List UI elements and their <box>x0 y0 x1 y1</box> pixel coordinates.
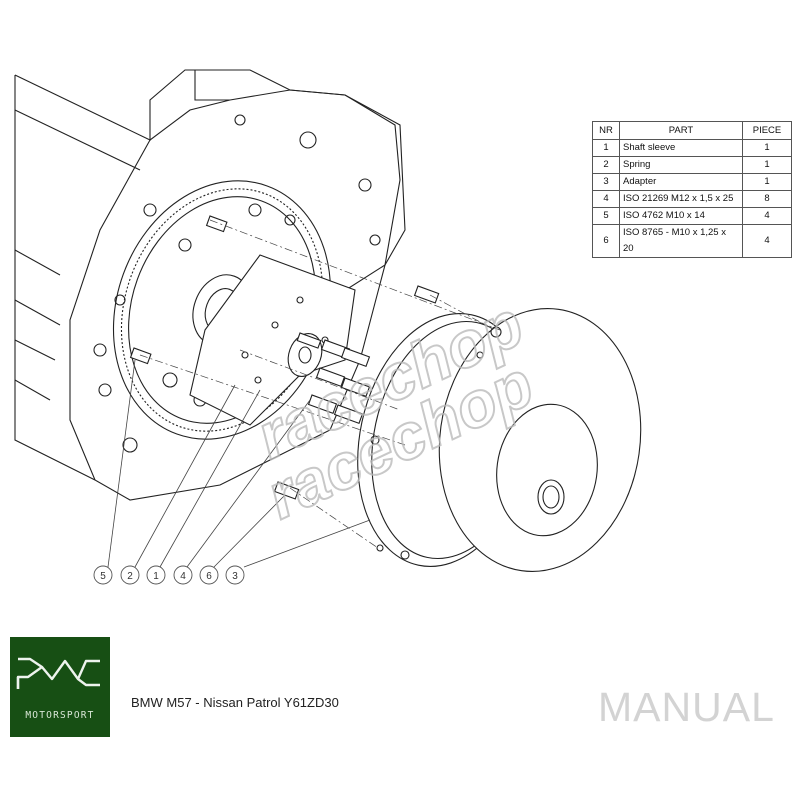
pmc-motorsport-logo: MOTORSPORT <box>10 637 110 737</box>
cell-nr: 3 <box>592 173 620 191</box>
document-type-label: MANUAL <box>598 684 775 730</box>
cell-part: Adapter <box>619 173 743 191</box>
document-subtitle: BMW M57 - Nissan Patrol Y61ZD30 <box>131 695 339 710</box>
cell-piece: 4 <box>742 224 792 258</box>
cell-piece: 8 <box>742 190 792 208</box>
pmc-logo-mark-icon <box>16 657 100 689</box>
cell-part: ISO 4762 M10 x 14 <box>619 207 743 225</box>
svg-text:2: 2 <box>127 571 133 582</box>
cell-nr: 5 <box>592 207 620 225</box>
cell-nr: 4 <box>592 190 620 208</box>
header-part: PART <box>619 121 743 140</box>
logo-brand-text: MOTORSPORT <box>25 710 95 721</box>
assembly-axis-lines <box>139 219 501 549</box>
svg-text:5: 5 <box>100 571 106 582</box>
cell-piece: 1 <box>742 173 792 191</box>
svg-text:3: 3 <box>232 571 238 582</box>
callout-2: 2 <box>120 565 140 585</box>
bolts <box>129 215 440 500</box>
svg-text:4: 4 <box>180 571 186 582</box>
header-piece: PIECE <box>742 121 792 140</box>
adapter-plate <box>189 254 356 426</box>
cell-part: Shaft sleeve <box>619 139 743 157</box>
cell-piece: 1 <box>742 139 792 157</box>
callout-5: 5 <box>93 565 113 585</box>
cell-nr: 1 <box>592 139 620 157</box>
cell-part: ISO 8765 - M10 x 1,25 x 20 <box>619 224 743 258</box>
callout-6: 6 <box>199 565 219 585</box>
callout-3: 3 <box>225 565 245 585</box>
cell-part: Spring <box>619 156 743 174</box>
callouts: 5 2 1 4 6 3 <box>93 565 245 585</box>
callout-leaders <box>107 359 371 568</box>
table-header-row: NR PART PIECE <box>592 121 792 140</box>
svg-text:1: 1 <box>153 571 159 582</box>
cell-piece: 1 <box>742 156 792 174</box>
cell-part: ISO 21269 M12 x 1,5 x 25 <box>619 190 743 208</box>
callout-4: 4 <box>173 565 193 585</box>
callout-1: 1 <box>146 565 166 585</box>
svg-text:6: 6 <box>206 571 212 582</box>
torque-converter <box>357 307 642 573</box>
cell-nr: 6 <box>592 224 620 258</box>
header-nr: NR <box>592 121 620 140</box>
cell-piece: 4 <box>742 207 792 225</box>
cell-nr: 2 <box>592 156 620 174</box>
